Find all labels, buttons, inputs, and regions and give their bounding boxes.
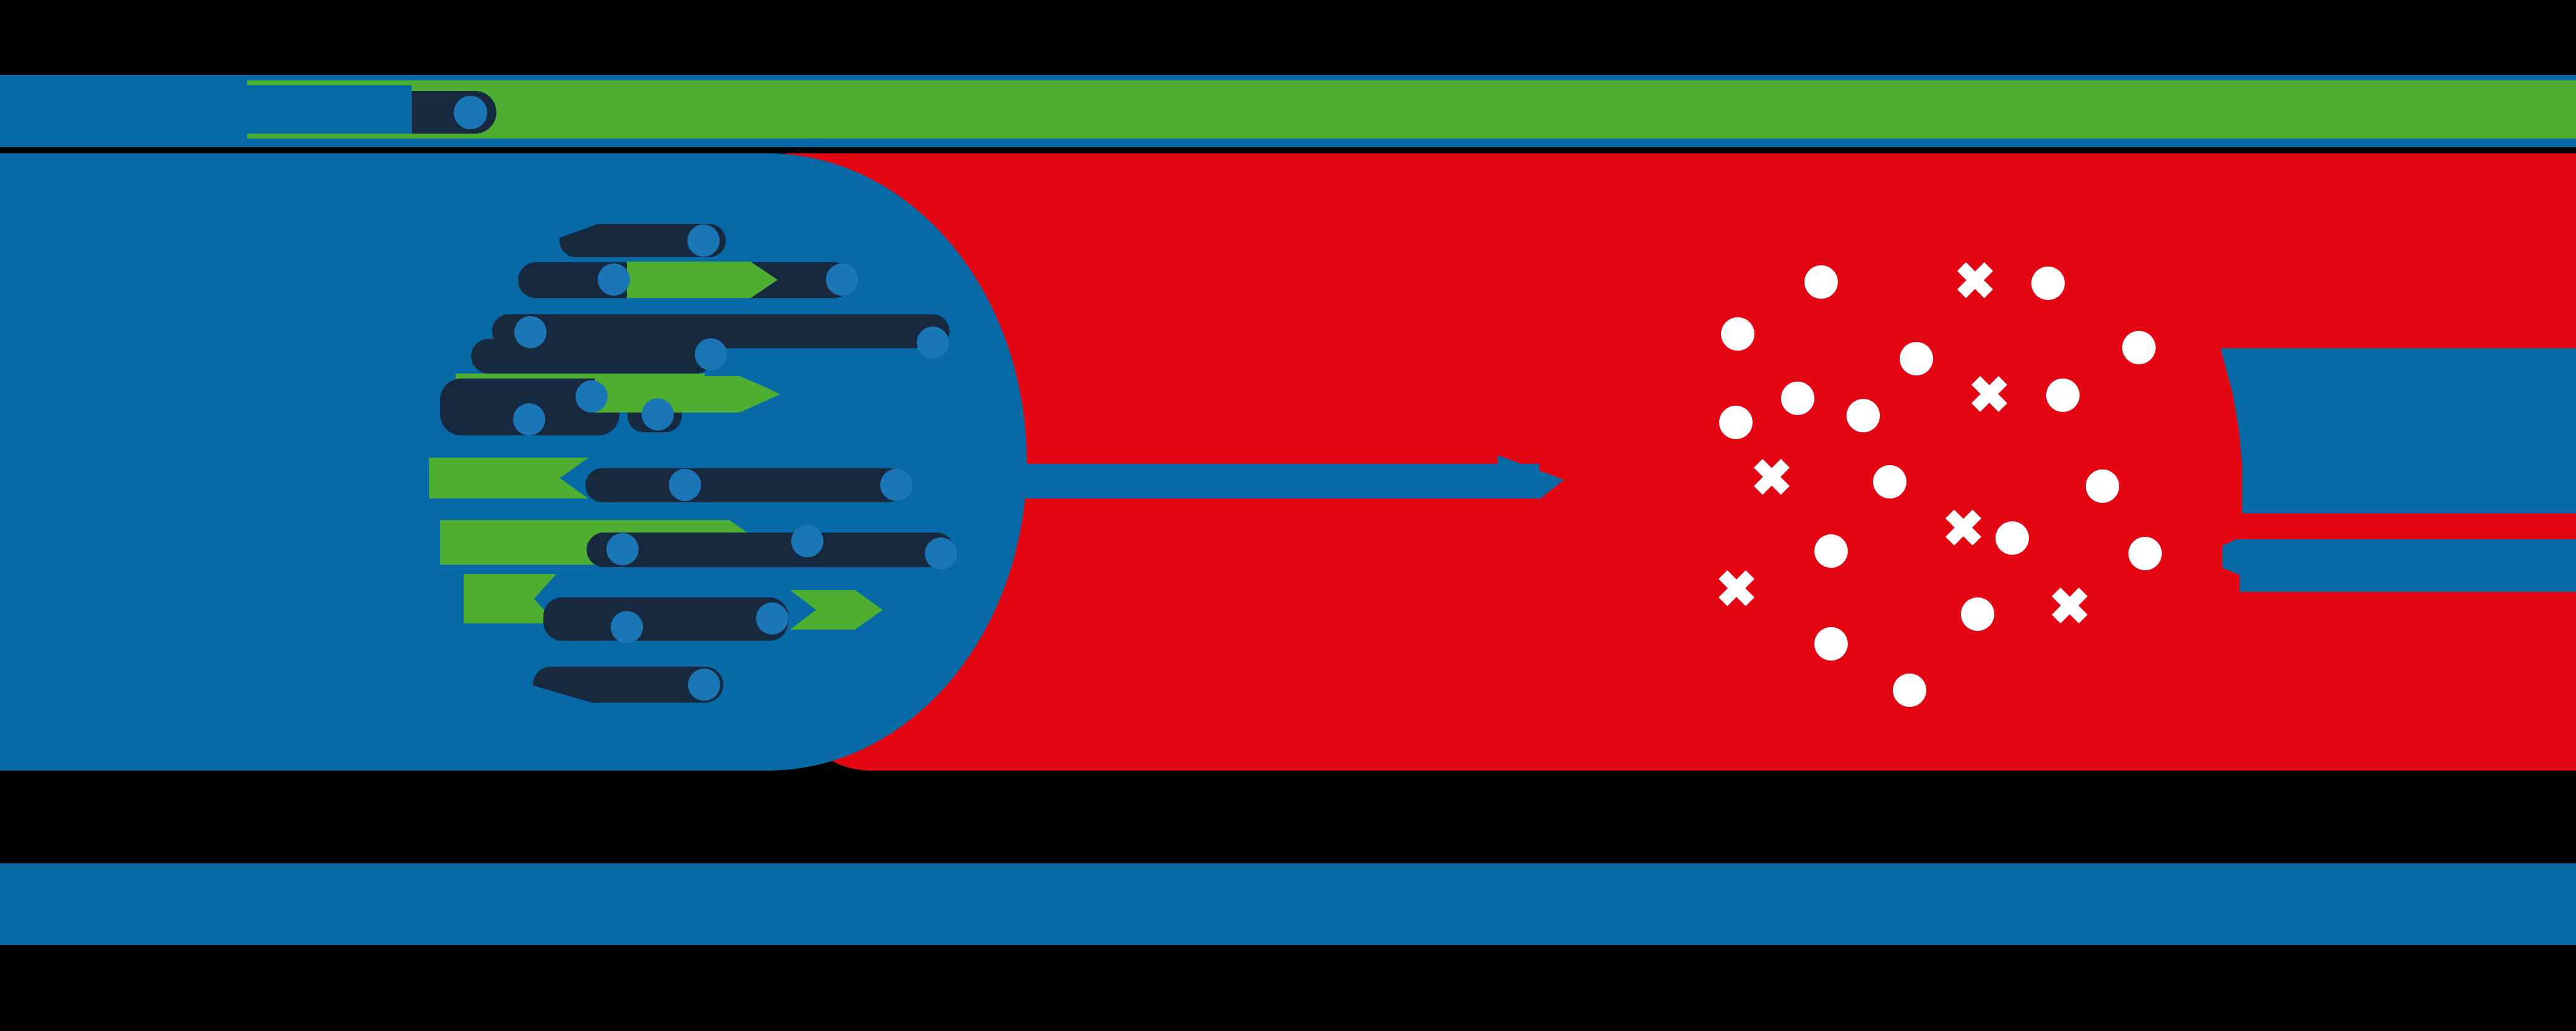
node-dot: [791, 525, 823, 557]
pathogen-dot: [1814, 534, 1848, 568]
pathogen-dot: [1996, 521, 2029, 555]
pathogen-dot: [1721, 317, 1754, 351]
cluster-green-arrow: [595, 376, 780, 413]
pathogen-dot: [1893, 674, 1926, 707]
node-dot: [513, 403, 545, 435]
pathogen-dot: [1900, 342, 1933, 375]
gene-marker-dot: [454, 96, 487, 129]
node-dot: [925, 537, 957, 570]
node-dot: [576, 380, 608, 413]
pathogen-dot: [1781, 382, 1814, 415]
node-dot: [687, 225, 720, 257]
node-dot: [880, 469, 912, 501]
node-dot: [611, 611, 643, 643]
node-dot: [514, 316, 546, 348]
cluster-green-sliver: [456, 374, 705, 379]
node-dot: [826, 263, 858, 296]
top-track-blue-overlay: [0, 85, 412, 134]
pathogen-dot: [1873, 465, 1906, 498]
cluster-green-arrow: [627, 262, 778, 298]
cluster-rod: [585, 468, 906, 502]
node-dot: [642, 398, 674, 430]
top-track-green-rail: [247, 80, 2576, 139]
pathogen-dot: [2031, 267, 2065, 300]
node-dot: [917, 327, 949, 359]
cluster-rod: [587, 533, 954, 567]
pathogen-dot: [1719, 406, 1753, 439]
pathogen-dot: [1814, 627, 1848, 661]
pathogen-dot: [2128, 537, 2162, 570]
pathogen-dot: [1804, 265, 1838, 299]
pathogen-dot: [1847, 399, 1880, 432]
pathogen-dot: [2122, 331, 2156, 364]
bottom-rail: [0, 863, 2576, 945]
node-dot: [598, 263, 630, 296]
node-dot: [688, 669, 720, 701]
pathogen-dot: [2046, 379, 2080, 412]
pathogen-dot: [2086, 469, 2119, 503]
cluster-rod: [471, 339, 713, 374]
node-dot: [669, 469, 701, 501]
right-panel-block: [2221, 348, 2576, 513]
cluster-rod: [543, 597, 788, 641]
node-dot: [606, 533, 639, 565]
node-dot: [695, 338, 727, 370]
right-panel-strip: [2222, 539, 2576, 592]
transfer-arrow-shaft: [1021, 464, 1539, 498]
node-dot: [756, 602, 788, 635]
pathogen-dot: [1961, 597, 1994, 631]
